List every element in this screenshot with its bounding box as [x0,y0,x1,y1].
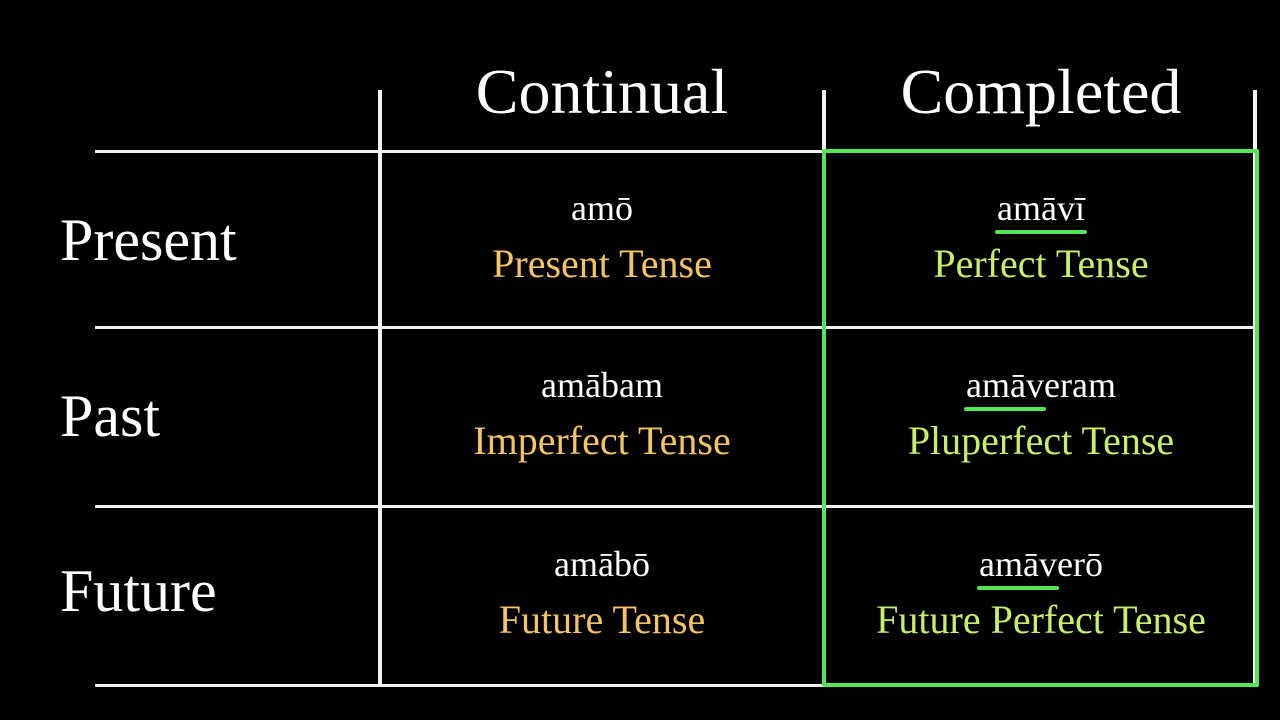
completed-column-highlight [822,149,1259,687]
latin-form: amō [571,187,633,228]
grid-line-row2 [95,505,1258,508]
cell-past-completed: amāveram Pluperfect Tense [826,329,1256,505]
column-header-continual: Continual [475,56,729,127]
tense-name: Perfect Tense [933,240,1149,286]
cell-present-completed: amāvī Perfect Tense [826,153,1256,326]
latin-ending: erō [1057,544,1103,584]
grid-line-bottom [95,684,1258,687]
row-header-present: Present [60,207,237,273]
tense-name: Pluperfect Tense [907,418,1175,463]
grid-line-row1 [95,326,1258,329]
row-header-future: Future [60,558,217,624]
perfect-stem-underlined: amāv [964,365,1046,411]
latin-form: amābō [554,544,650,584]
tense-name: Future Perfect Tense [876,597,1206,642]
cell-present-continual: amō Present Tense [382,153,822,326]
latin-form: amābam [541,365,663,405]
grid-line-col1 [378,90,382,686]
tense-name: Future Tense [498,597,706,642]
latin-form: amāverō [977,542,1103,590]
cell-future-continual: amābō Future Tense [382,508,822,684]
cell-past-continual: amābam Imperfect Tense [382,329,822,505]
tense-name: Imperfect Tense [473,418,731,463]
latin-form: amāvī [995,186,1087,234]
column-header-completed: Completed [900,56,1182,127]
row-header-past: Past [60,383,161,449]
cell-future-completed: amāverō Future Perfect Tense [826,508,1256,684]
latin-ending: eram [1044,365,1116,405]
perfect-stem-underlined: amāvī [995,187,1087,234]
grid-line-top [95,150,1258,153]
latin-form: amāveram [964,363,1116,411]
perfect-stem-underlined: amāv [977,544,1059,590]
tense-name: Present Tense [492,240,712,286]
